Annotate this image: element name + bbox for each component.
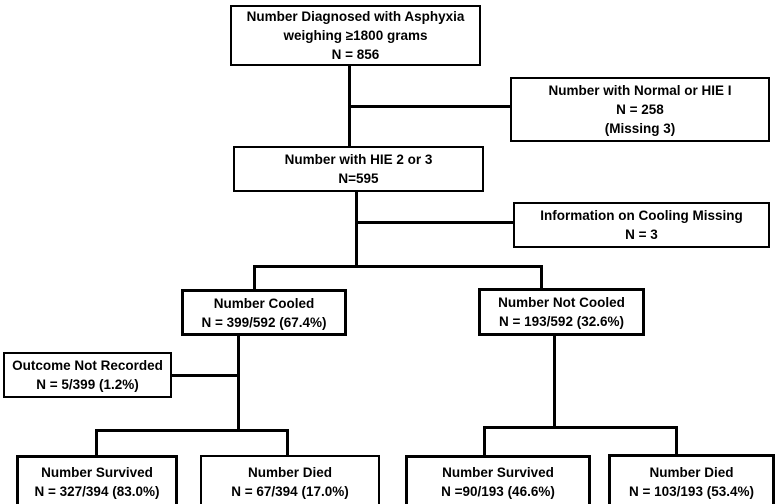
box-cooling-missing-count: N = 3: [625, 227, 658, 242]
connector-branch-cooling-missing: [355, 221, 513, 224]
connector-split-bar-not-cooled-outcomes: [483, 426, 678, 429]
box-cooled-survived-text: Number Survived: [41, 465, 153, 480]
box-not-cooled-count: N = 193/592 (32.6%): [499, 314, 624, 329]
connector-branch-outcome-not-recorded: [171, 374, 240, 377]
box-cooled-survived-count: N = 327/394 (83.0%): [34, 484, 160, 499]
connector-drop-cooled-survived: [95, 429, 98, 456]
box-outcome-not-recorded-count: N = 5/399 (1.2%): [36, 377, 139, 392]
box-hie-2-or-3-count: N=595: [338, 171, 379, 186]
box-outcome-not-recorded: Outcome Not Recorded N = 5/399 (1.2%): [3, 352, 172, 398]
box-not-cooled-survived-count: N =90/193 (46.6%): [441, 484, 555, 499]
box-cooled-died-text: Number Died: [247, 465, 332, 480]
box-normal-or-hie1-missing: (Missing 3): [604, 121, 676, 136]
box-cooled-died: Number Died N = 67/394 (17.0%): [200, 455, 380, 504]
box-diagnosed-text: Number Diagnosed with Asphyxia: [246, 9, 465, 24]
box-hie-2-or-3-text: Number with HIE 2 or 3: [284, 152, 433, 167]
box-diagnosed-count: N = 856: [331, 47, 380, 62]
box-not-cooled-died-text: Number Died: [649, 464, 734, 480]
box-not-cooled-survived: Number Survived N =90/193 (46.6%): [405, 455, 591, 504]
box-cooling-missing-text: Information on Cooling Missing: [540, 208, 743, 223]
box-not-cooled-text: Number Not Cooled: [498, 295, 625, 310]
box-cooled: Number Cooled N = 399/592 (67.4%): [181, 289, 347, 336]
box-diagnosed-text: weighing ≥1800 grams: [283, 28, 428, 43]
connector-cooled-to-split: [237, 336, 240, 431]
connector-drop-cooled-died: [286, 429, 289, 456]
box-diagnosed: Number Diagnosed with Asphyxia weighing …: [230, 5, 481, 66]
box-cooled-count: N = 399/592 (67.4%): [201, 314, 327, 330]
box-not-cooled-died: Number Died N = 103/193 (53.4%): [608, 454, 775, 504]
connector-branch-normal-hie1: [348, 105, 511, 108]
box-not-cooled-survived-text: Number Survived: [442, 465, 554, 480]
box-normal-or-hie1-text: Number with Normal or HIE I: [548, 83, 732, 98]
connector-hie23-to-split: [355, 192, 358, 268]
box-hie-2-or-3: Number with HIE 2 or 3 N=595: [233, 146, 484, 192]
box-normal-or-hie1: Number with Normal or HIE I N = 258 (Mis…: [510, 77, 770, 142]
connector-drop-not-cooled: [540, 265, 543, 289]
box-cooled-text: Number Cooled: [213, 295, 315, 311]
box-outcome-not-recorded-text: Outcome Not Recorded: [12, 358, 163, 373]
connector-split-bar-cooling: [253, 265, 543, 268]
connector-split-bar-cooled-outcomes: [95, 429, 289, 432]
box-not-cooled-died-count: N = 103/193 (53.4%): [629, 483, 754, 499]
connector-drop-not-cooled-died: [675, 426, 678, 455]
box-not-cooled: Number Not Cooled N = 193/592 (32.6%): [478, 288, 645, 336]
connector-not-cooled-to-split: [553, 336, 556, 428]
connector-drop-cooled: [253, 265, 256, 290]
connector-drop-not-cooled-survived: [483, 426, 486, 456]
box-normal-or-hie1-count: N = 258: [616, 102, 664, 117]
box-cooling-missing: Information on Cooling Missing N = 3: [513, 202, 770, 248]
box-cooled-died-count: N = 67/394 (17.0%): [231, 484, 349, 499]
box-cooled-survived: Number Survived N = 327/394 (83.0%): [16, 455, 178, 504]
